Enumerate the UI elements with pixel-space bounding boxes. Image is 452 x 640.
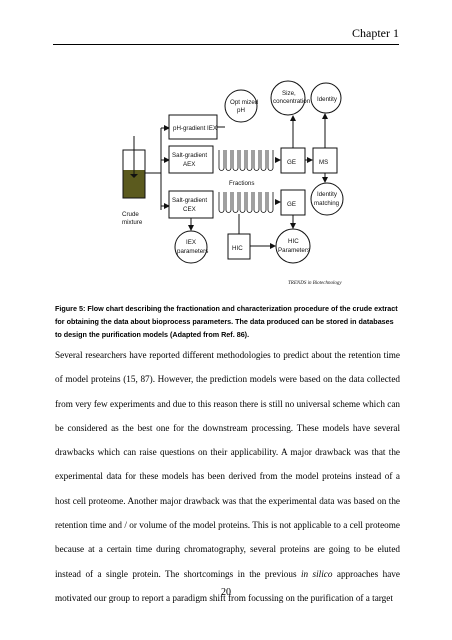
crude-mixture-label: Crude [122, 211, 139, 218]
salt-gradient-cex-box [168, 190, 214, 219]
figure-caption: Figure 5: Flow chart describing the frac… [55, 304, 398, 339]
crude-mixture-beaker [122, 128, 162, 210]
fractions-label: Fractions [229, 180, 254, 187]
ph-gradient-iex-box [168, 114, 218, 140]
header-rule [53, 44, 399, 45]
identity-matching-label: Identity [317, 191, 338, 198]
crude-mixture-label-2: mixture [122, 219, 143, 226]
iex-parameters-label: IEX [186, 239, 196, 246]
body-text-part-2: approaches have motivated our group to r… [55, 568, 400, 603]
optimized-ph-label: Opt mized [230, 99, 259, 106]
fraction-tubes-top [218, 150, 274, 171]
salt-gradient-aex-box [168, 145, 214, 174]
flow-chart-figure: Crude mixture pH-gradient IEX Opt mized … [117, 78, 349, 298]
hic-parameters-label-2: Parameters [278, 247, 310, 254]
salt-gradient-aex-label: Salt-gradient [172, 152, 207, 159]
size-concentration-circle [270, 80, 306, 116]
body-text-part-1: Several researchers have reported differ… [55, 350, 400, 579]
salt-gradient-aex-label-2: AEX [183, 161, 195, 168]
fraction-tubes-bottom [218, 192, 274, 213]
body-text-italic: in silico [300, 568, 333, 579]
salt-gradient-cex-label: Salt-gradient [172, 197, 207, 204]
iex-parameters-circle [174, 230, 208, 264]
iex-parameters-label-2: parameters [177, 248, 208, 255]
body-text: Several researchers have reported differ… [55, 343, 400, 610]
ge-bottom-label: GE [287, 201, 296, 208]
size-concentration-label: Size, [282, 90, 296, 97]
hic-label: HIC [232, 245, 243, 252]
page-number: 20 [221, 587, 231, 598]
ph-gradient-iex-label: pH-gradient IEX [173, 125, 217, 132]
identity-matching-circle [310, 182, 344, 216]
figure-credit: TRENDS in Biotechnology [288, 281, 342, 286]
ms-label: MS [319, 159, 328, 166]
hic-parameters-circle [275, 228, 311, 264]
identity-matching-label-2: matching [314, 200, 340, 207]
body-paragraph: Several researchers have reported differ… [55, 343, 400, 610]
optimized-ph-label-2: pH [237, 107, 245, 114]
identity-label: Identity [317, 96, 338, 103]
hic-parameters-label: HIC [288, 238, 299, 245]
chapter-header: Chapter 1 [352, 26, 399, 40]
ge-bottom-box [280, 189, 306, 216]
ge-top-label: GE [287, 159, 296, 166]
salt-gradient-cex-label-2: CEX [183, 206, 196, 213]
size-concentration-label-2: concentration [273, 98, 311, 105]
optimized-ph-circle [224, 89, 258, 123]
